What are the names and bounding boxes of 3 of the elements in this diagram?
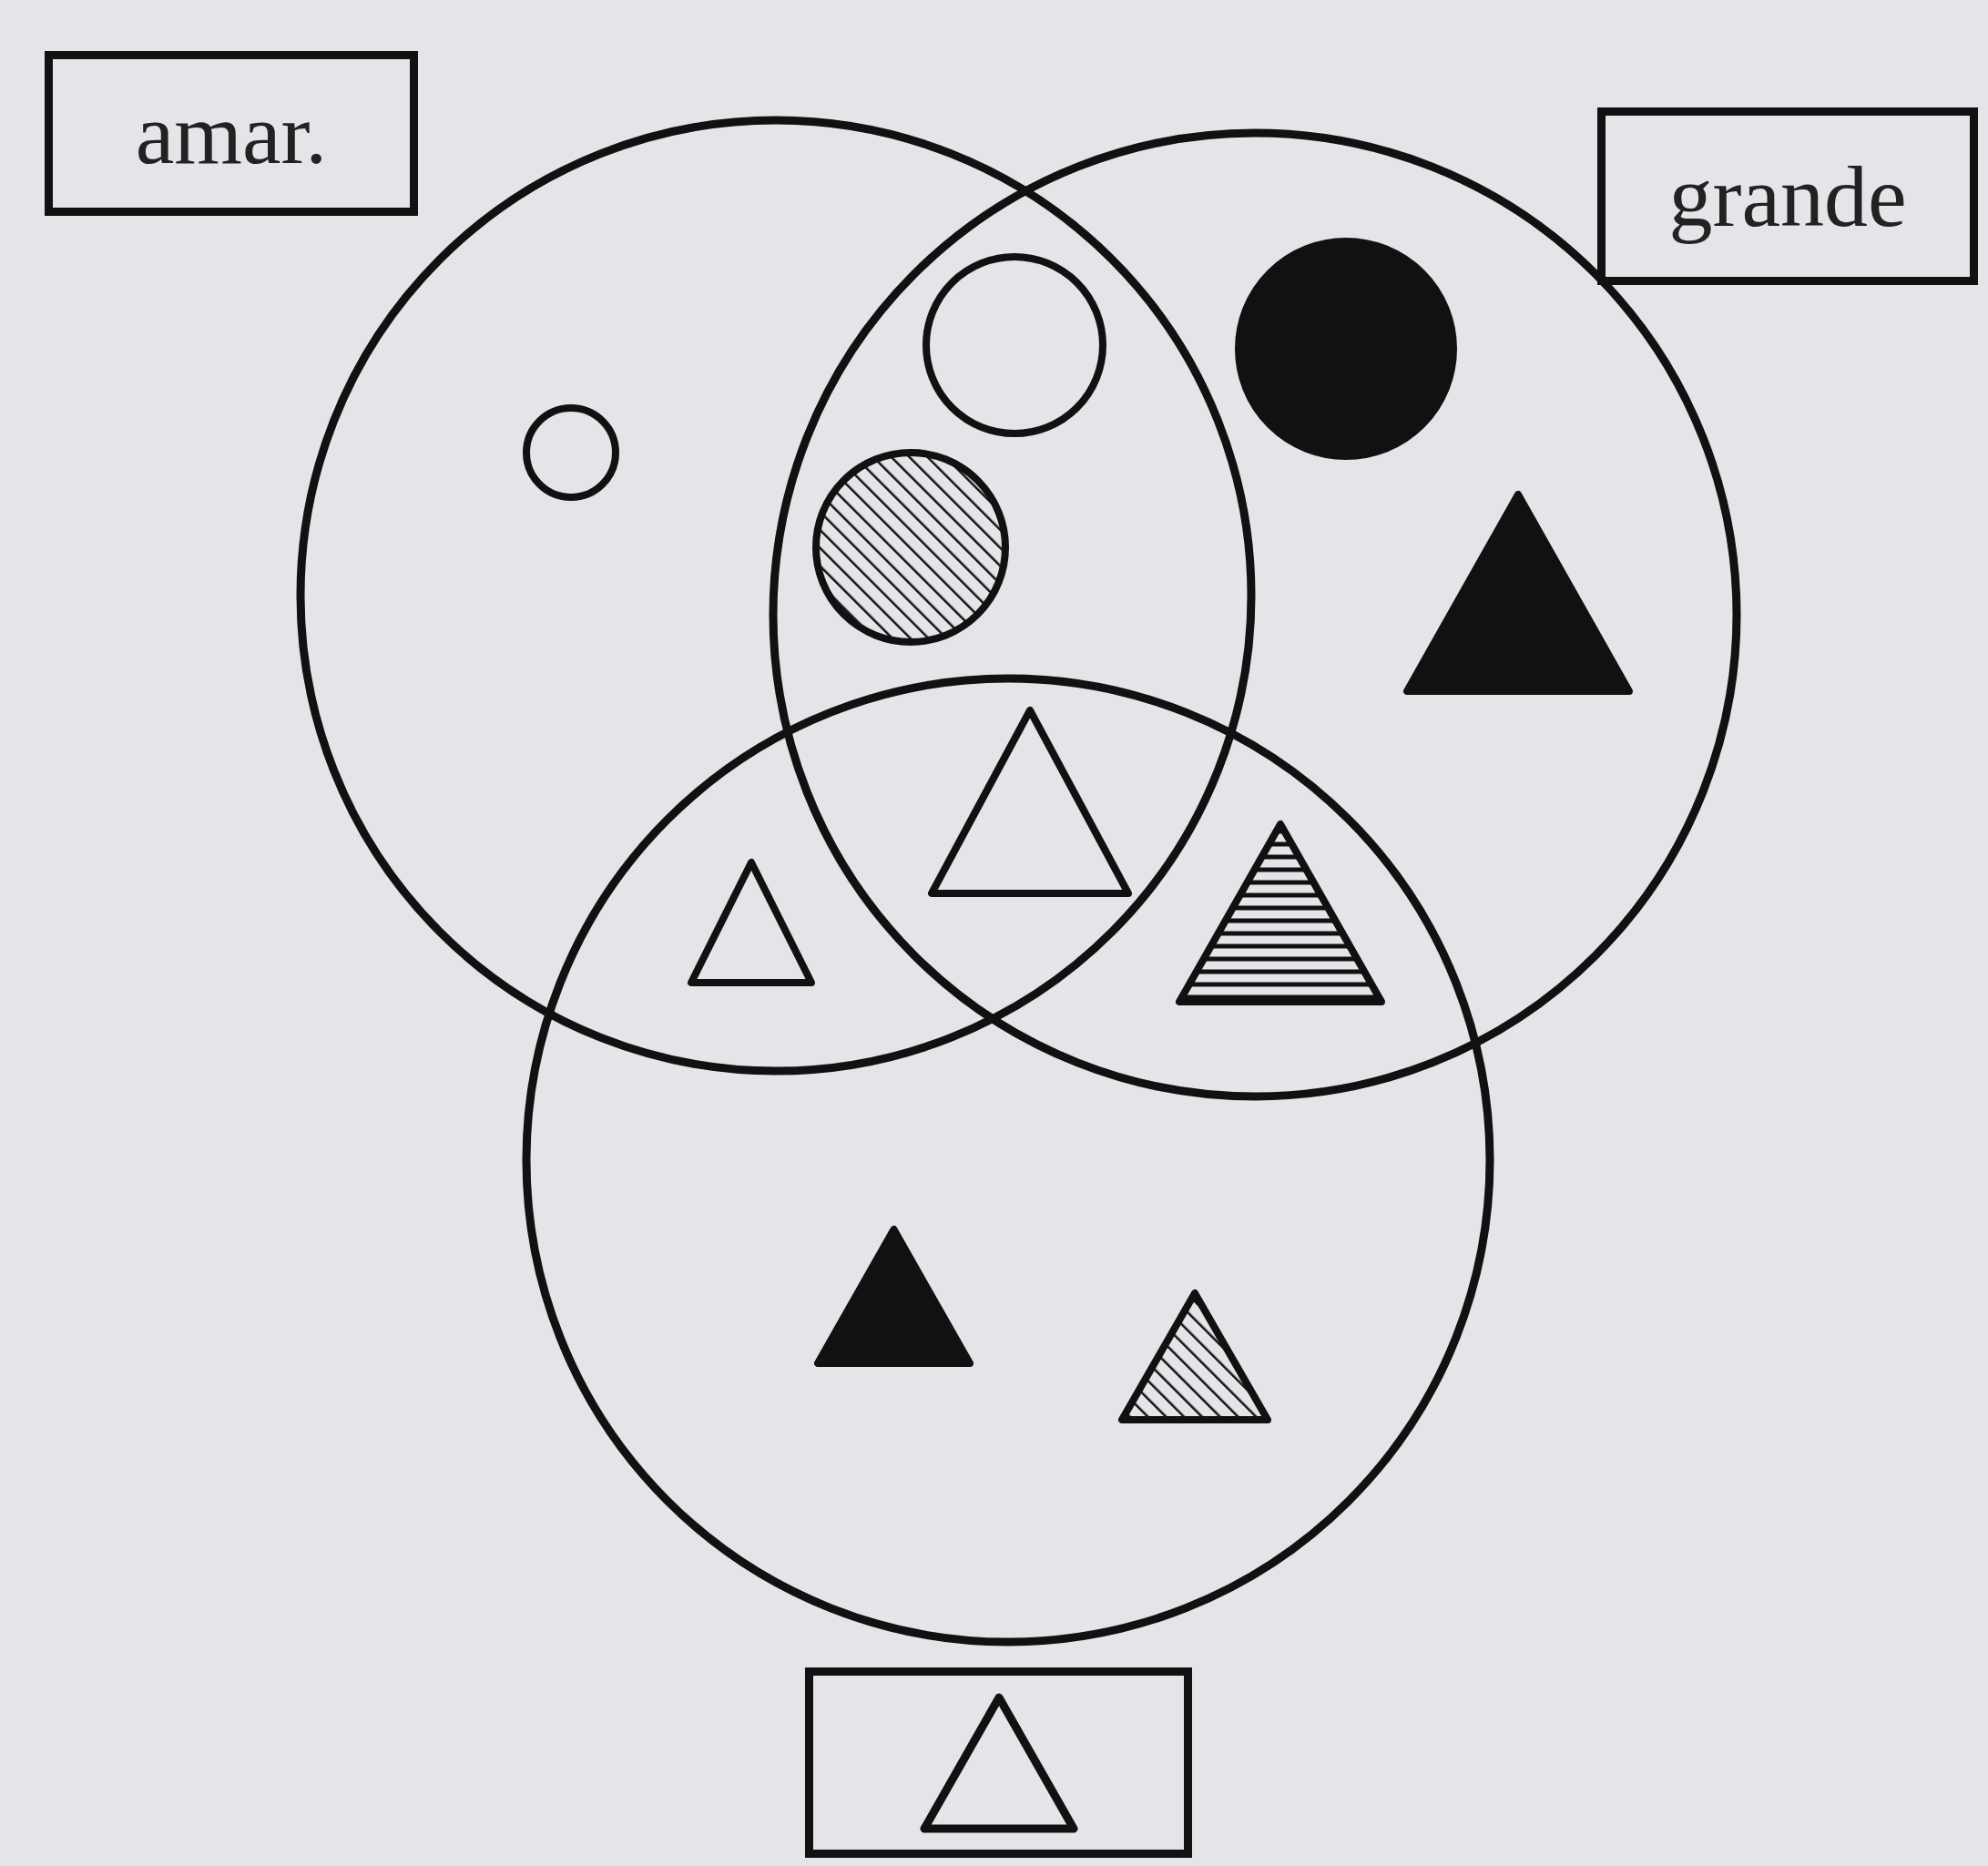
set-label xyxy=(805,1667,1192,1858)
set-label: amar. xyxy=(45,51,418,216)
set-label: grande xyxy=(1597,107,1978,285)
